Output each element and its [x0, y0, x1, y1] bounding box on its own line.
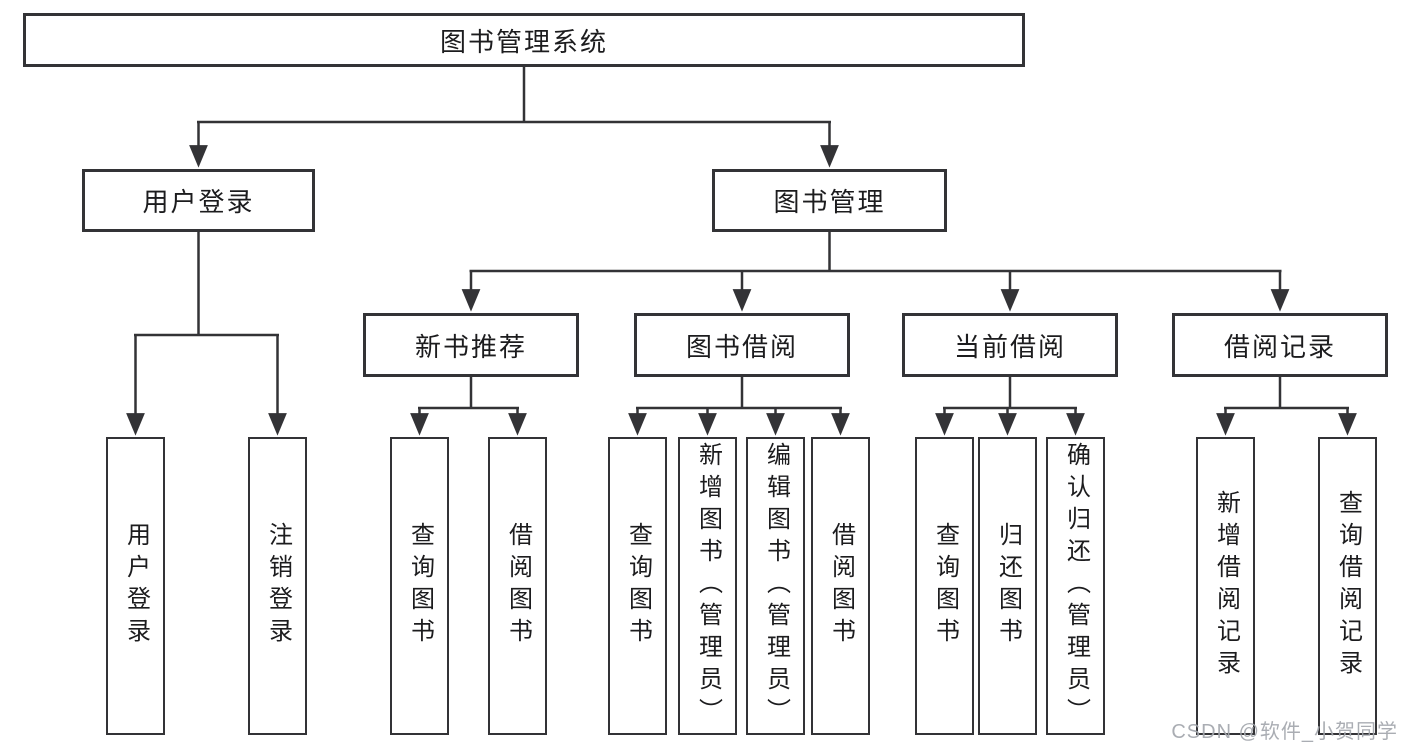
node-borrow-records: 借阅记录: [1172, 313, 1388, 377]
leaf-logout: 注销登录: [248, 437, 307, 735]
node-borrow-records-label: 借阅记录: [1223, 331, 1336, 362]
node-book-borrow: 图书借阅: [634, 313, 850, 377]
leaf-current-confirm-return-admin: 确认归还（管理员）: [1046, 437, 1105, 735]
leaf-records-add-record-label: 新增借阅记录: [1212, 490, 1240, 682]
leaf-recommend-query-books: 查询图书: [390, 437, 449, 735]
leaf-current-confirm-return-admin-label: 确认归还（管理员）: [1062, 442, 1090, 730]
leaf-records-add-record: 新增借阅记录: [1196, 437, 1255, 735]
leaf-borrow-borrow-books-label: 借阅图书: [827, 522, 855, 650]
leaf-records-query-record-label: 查询借阅记录: [1334, 490, 1362, 682]
leaf-recommend-borrow-books-label: 借阅图书: [504, 522, 532, 650]
leaf-logout-label: 注销登录: [264, 522, 292, 650]
leaf-borrow-add-books-admin: 新增图书（管理员）: [678, 437, 737, 735]
leaf-borrow-query-books: 查询图书: [608, 437, 667, 735]
node-book-management: 图书管理: [712, 169, 947, 232]
leaf-borrow-edit-books-admin: 编辑图书（管理员）: [746, 437, 805, 735]
node-book-management-label: 图书管理: [773, 187, 886, 217]
leaf-recommend-query-books-label: 查询图书: [406, 522, 434, 650]
leaf-current-query-books: 查询图书: [915, 437, 974, 735]
node-current-borrow-label: 当前借阅: [953, 331, 1066, 362]
csdn-watermark: CSDN @软件_小贺同学: [1171, 721, 1398, 743]
leaf-current-return-books: 归还图书: [978, 437, 1037, 735]
node-book-borrow-label: 图书借阅: [685, 331, 798, 362]
leaf-records-query-record: 查询借阅记录: [1318, 437, 1377, 735]
node-user-login: 用户登录: [82, 169, 315, 232]
leaf-user-login: 用户登录: [106, 437, 165, 735]
node-root-label: 图书管理系统: [439, 26, 608, 57]
leaf-borrow-add-books-admin-label: 新增图书（管理员）: [694, 442, 722, 730]
node-user-login-label: 用户登录: [142, 187, 255, 217]
leaf-user-login-label: 用户登录: [122, 522, 150, 650]
node-new-book-recommend-label: 新书推荐: [414, 331, 527, 362]
leaf-current-query-books-label: 查询图书: [931, 522, 959, 650]
leaf-current-return-books-label: 归还图书: [994, 522, 1022, 650]
node-root: 图书管理系统: [23, 13, 1025, 67]
leaf-borrow-borrow-books: 借阅图书: [811, 437, 870, 735]
node-current-borrow: 当前借阅: [902, 313, 1118, 377]
leaf-recommend-borrow-books: 借阅图书: [488, 437, 547, 735]
node-new-book-recommend: 新书推荐: [363, 313, 579, 377]
leaf-borrow-query-books-label: 查询图书: [624, 522, 652, 650]
leaf-borrow-edit-books-admin-label: 编辑图书（管理员）: [762, 442, 790, 730]
